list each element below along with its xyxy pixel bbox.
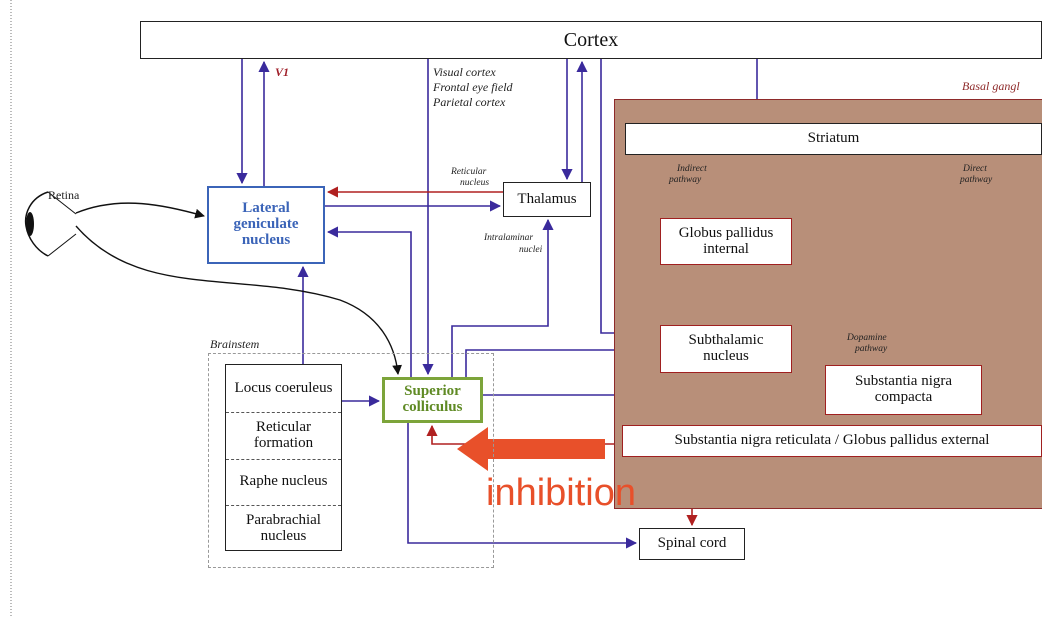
intralaminar-label-2: nuclei	[519, 245, 543, 255]
dopamine-pathway-label-2: pathway	[855, 344, 888, 354]
indirect-pathway-label: Indirect	[677, 164, 707, 174]
eye-icon	[24, 191, 77, 257]
brainstem-label: Brainstem	[210, 337, 260, 351]
cortex-box: Cortex	[140, 21, 1042, 59]
visual-cortex-label: Visual cortex	[433, 65, 496, 79]
indirect-pathway-label-2: pathway	[669, 175, 702, 185]
raphe-nucleus-cell: Raphe nucleus	[239, 473, 328, 490]
superior-colliculus-box: Superior colliculus	[382, 377, 483, 423]
brainstem-nuclei-box: Locus coeruleus Reticular formation Raph…	[225, 364, 342, 551]
parabrachial-nucleus-cell: Parabrachial nucleus	[246, 511, 321, 544]
direct-pathway-label-2: pathway	[960, 175, 993, 185]
direct-pathway-label: Direct	[963, 164, 987, 174]
reticular-nucleus-label-2: nucleus	[460, 178, 490, 188]
arrow-sc-to-stn	[465, 344, 659, 377]
lateral-geniculate-nucleus-box: Lateral geniculate nucleus	[207, 186, 325, 264]
substantia-nigra-compacta-box: Substantia nigra compacta	[825, 365, 982, 415]
dopamine-pathway-label: Dopamine	[847, 333, 887, 343]
cell-divider	[226, 412, 341, 413]
basal-ganglia-label: Basal gangl	[962, 79, 1020, 93]
locus-coeruleus-cell: Locus coeruleus	[234, 379, 333, 396]
reticular-nucleus-label: Reticular	[451, 167, 487, 177]
arrow-sc-to-lgn	[326, 226, 412, 377]
globus-pallidus-internal-box: Globus pallidus internal	[660, 218, 792, 265]
spinal-cord-box: Spinal cord	[639, 528, 745, 560]
inhibition-label: inhibition	[486, 472, 636, 514]
cell-divider	[226, 505, 341, 506]
intralaminar-label: Intralaminar	[484, 233, 534, 243]
frontal-eye-field-label: Frontal eye field	[433, 80, 513, 94]
arrow-retina-to-sc	[75, 225, 402, 375]
arrow-retina-to-lgn	[75, 202, 205, 219]
thalamus-box: Thalamus	[503, 182, 591, 217]
substantia-nigra-reticulata-box: Substantia nigra reticulata / Globus pal…	[622, 425, 1042, 457]
arrow-sc-to-thalamus	[451, 218, 554, 377]
inhibition-arrow	[457, 427, 605, 471]
subthalamic-nucleus-box: Subthalamic nucleus	[660, 325, 792, 373]
v1-label: V1	[275, 65, 290, 79]
arrow-sc-to-spinal	[407, 423, 638, 549]
cell-divider	[226, 459, 341, 460]
reticular-formation-cell: Reticular formation	[253, 418, 314, 451]
striatum-box: Striatum	[625, 123, 1042, 155]
retina-label: Retina	[48, 188, 80, 202]
parietal-cortex-label: Parietal cortex	[433, 95, 506, 109]
brainstem-region	[208, 353, 494, 568]
